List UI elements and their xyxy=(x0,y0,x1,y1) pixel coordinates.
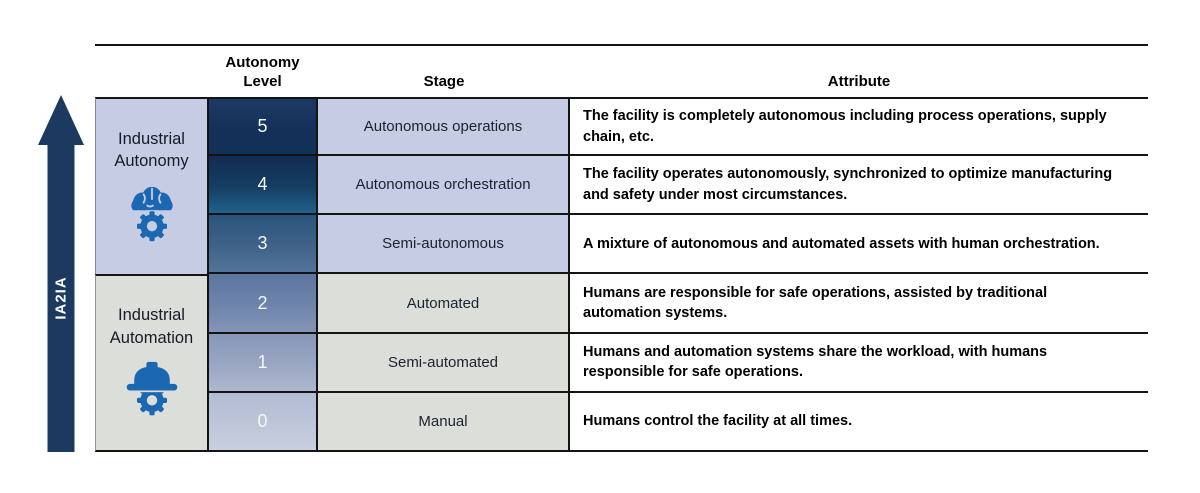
stage-cell: Autonomous operations xyxy=(318,97,570,157)
level-cell: 1 xyxy=(207,333,318,393)
arrow-label: IA2IA xyxy=(52,276,70,320)
stage-cell: Automated xyxy=(318,274,570,334)
up-arrow-icon xyxy=(38,95,84,452)
stage-cell: Semi-autonomous xyxy=(318,215,570,275)
group-label: Industrial Autonomy xyxy=(114,129,189,171)
header-spacer xyxy=(95,44,207,97)
attribute-text: The facility is completely autonomous in… xyxy=(583,108,1107,145)
attribute-cell: The facility is completely autonomous in… xyxy=(570,97,1148,157)
attribute-text: The facility operates autonomously, sync… xyxy=(583,166,1113,203)
level-cell: 5 xyxy=(207,97,318,157)
attribute-text: Humans control the facility at all times… xyxy=(583,413,853,430)
stage-cell: Manual xyxy=(318,392,570,452)
header-stage: Stage xyxy=(318,44,570,97)
level-cell: 4 xyxy=(207,156,318,216)
level-cell: 3 xyxy=(207,215,318,275)
ia2ia-arrow: IA2IA xyxy=(38,95,84,452)
stage-cell: Semi-automated xyxy=(318,333,570,393)
attribute-text: A mixture of autonomous and automated as… xyxy=(583,235,1100,252)
group-label: Industrial Automation xyxy=(109,306,194,347)
level-cell: 0 xyxy=(207,392,318,452)
stage-cell: Autonomous orchestration xyxy=(318,156,570,216)
attribute-text: Humans and automation systems share the … xyxy=(583,343,1048,381)
attribute-cell: A mixture of autonomous and automated as… xyxy=(570,215,1148,275)
level-cell: 2 xyxy=(207,274,318,334)
autonomy-table: Autonomy Level Stage Attribute Industria… xyxy=(95,44,1148,452)
header-autonomy-level: Autonomy Level xyxy=(207,44,318,97)
hardhat-gear-icon xyxy=(126,361,177,416)
group-industrial-automation: Industrial Automation xyxy=(95,274,207,452)
attribute-cell: Humans and automation systems share the … xyxy=(570,334,1148,393)
brain-gear-icon xyxy=(129,186,174,241)
group-industrial-autonomy: Industrial Autonomy xyxy=(95,97,207,275)
header-attribute: Attribute xyxy=(570,44,1148,97)
attribute-cell: The facility operates autonomously, sync… xyxy=(570,156,1148,216)
attribute-cell: Humans are responsible for safe operatio… xyxy=(570,274,1148,334)
attribute-text: Humans are responsible for safe operatio… xyxy=(583,284,1048,322)
attribute-cell: Humans control the facility at all times… xyxy=(570,393,1148,452)
